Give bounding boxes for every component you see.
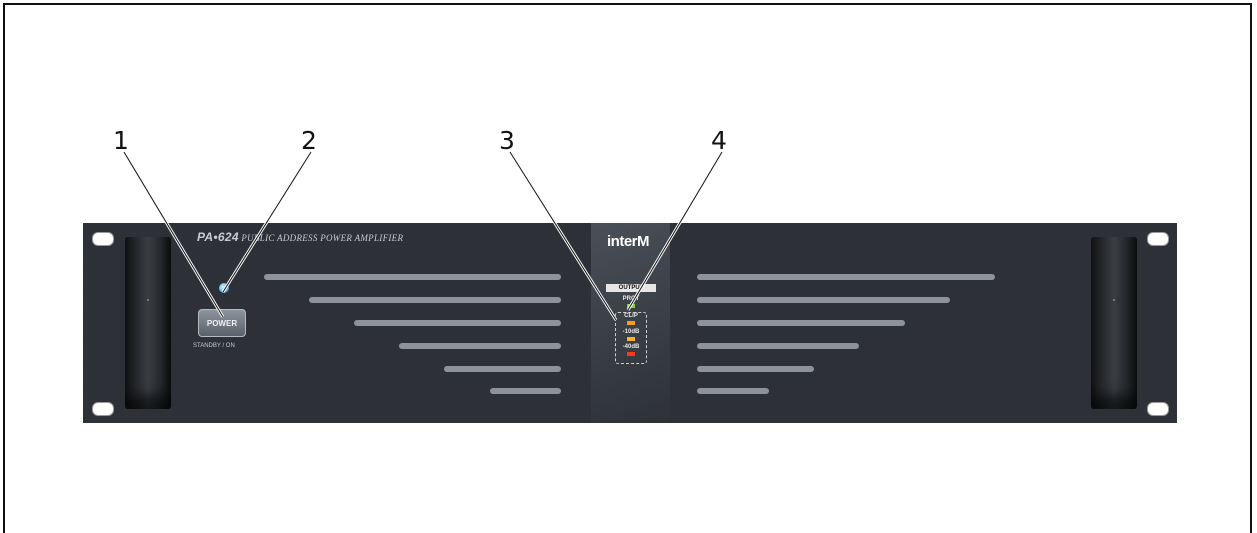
vent-slot	[264, 274, 561, 280]
brand-logo: interM	[607, 233, 650, 250]
signal-meter-group	[615, 312, 647, 364]
callout-3: 3	[499, 126, 515, 155]
leader-line-4	[627, 151, 723, 311]
callout-4: 4	[711, 126, 727, 155]
output-label: OUTPUT	[606, 284, 656, 292]
model-description: PUBLIC ADDRESS POWER AMPLIFIER	[241, 233, 404, 243]
center-display-panel: interM OUTPUT PROT CLIP -10dB -40dB	[591, 223, 670, 423]
model-number: PA•624	[197, 230, 239, 244]
minus40db-label: -40dB	[622, 344, 640, 350]
left-rack-handle	[125, 237, 171, 409]
vent-slot	[697, 366, 814, 372]
leader-line-2	[222, 151, 312, 293]
vent-slot	[490, 388, 561, 394]
model-title: PA•624 PUBLIC ADDRESS POWER AMPLIFIER	[197, 230, 403, 244]
prot-label: PROT	[622, 296, 640, 302]
clip-label: CLIP	[624, 313, 638, 319]
amplifier-front-panel: PA•624 PUBLIC ADDRESS POWER AMPLIFIER PO…	[83, 223, 1177, 423]
vent-slot	[697, 343, 859, 349]
vent-slot	[697, 297, 950, 303]
vent-slot	[697, 388, 769, 394]
vent-slot	[309, 297, 561, 303]
right-rack-handle	[1091, 237, 1137, 409]
rack-mount-hole-top-left	[92, 232, 114, 246]
leader-line-3	[509, 151, 617, 321]
vent-slot	[354, 320, 561, 326]
vent-slot	[697, 320, 905, 326]
rack-mount-hole-bottom-left	[92, 402, 114, 416]
minus10db-label: -10dB	[622, 329, 640, 335]
vent-slot	[697, 274, 995, 280]
vent-slot	[399, 343, 561, 349]
minus40db-led	[627, 352, 635, 356]
rack-mount-hole-top-right	[1147, 232, 1169, 246]
callout-1: 1	[113, 126, 129, 155]
figure-frame	[3, 3, 1252, 533]
callout-2: 2	[301, 126, 317, 155]
power-switch-caption: STANDBY / ON	[193, 343, 235, 349]
leader-line-1	[123, 151, 224, 318]
rack-mount-hole-bottom-right	[1147, 402, 1169, 416]
vent-slot	[444, 366, 561, 372]
clip-led	[627, 321, 635, 325]
minus10db-led	[627, 337, 635, 341]
